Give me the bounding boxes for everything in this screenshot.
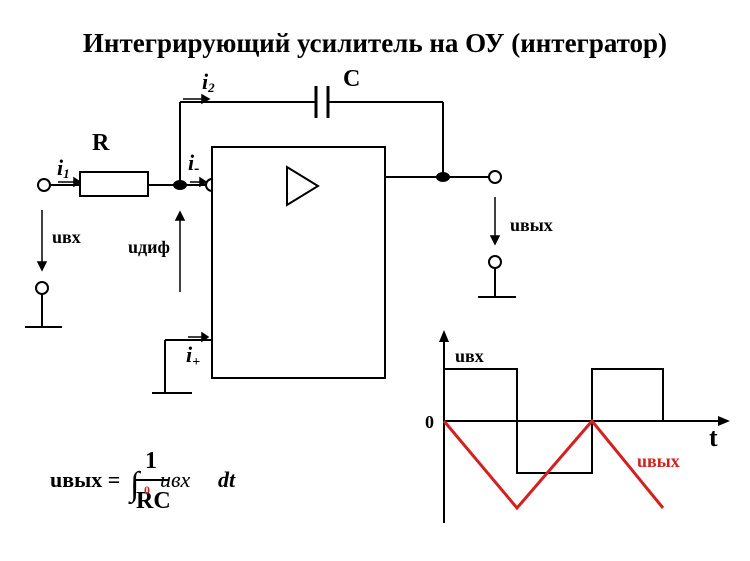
input-terminal <box>37 178 51 192</box>
output-triangle-wave <box>442 418 665 511</box>
formula-denominator: RC <box>136 488 171 514</box>
output-terminal <box>488 170 502 184</box>
u-in-arrow-icon <box>36 261 48 272</box>
resistor <box>79 171 149 197</box>
current-i2-label: i2 <box>202 69 215 95</box>
resistor-label: R <box>92 130 110 156</box>
current-i-minus-label: i- <box>188 150 199 177</box>
graph-u-out-label: uвых <box>637 451 680 471</box>
waveform-graph: uвх 0 t uвых <box>425 330 730 523</box>
i2-arrow-icon <box>201 93 211 105</box>
graph-y-axis-arrow-icon <box>439 330 449 342</box>
graph-zero-label: 0 <box>425 412 434 432</box>
formula-integrand: uвх <box>160 467 191 492</box>
integral-sign-icon: ∫ <box>128 466 142 505</box>
formula-numerator: 1 <box>145 448 157 474</box>
formula-differential: dt <box>218 467 236 492</box>
graph-t-axis-arrow-icon <box>718 416 730 426</box>
i1-arrow-icon <box>73 176 82 188</box>
op-amp-body <box>211 146 386 379</box>
u-out-label: uвых <box>510 215 553 235</box>
u-in-label: uвх <box>52 227 81 247</box>
u-out-arrow-icon <box>489 235 501 246</box>
integrator-formula: uвых = 1 RC ∫ 0 uвх dt <box>50 448 236 514</box>
junction-dot-output <box>436 172 450 182</box>
op-amp-triangle-icon <box>286 165 320 207</box>
u-diff-label: uдиф <box>128 237 170 257</box>
circuit <box>25 86 516 394</box>
graph-t-label: t <box>709 423 718 452</box>
diagram-title: Интегрирующий усилитель на ОУ (интеграто… <box>83 28 667 58</box>
graph-u-in-label: uвх <box>455 346 484 366</box>
capacitor-label: C <box>343 66 360 92</box>
circuit-arrows <box>36 93 501 343</box>
output-ground-terminal <box>488 255 502 269</box>
formula-small-zero: 0 <box>144 483 150 497</box>
formula-lhs: uвых = <box>50 467 120 492</box>
current-i-plus-label: i+ <box>186 342 200 370</box>
current-i1-label: i1 <box>57 155 70 181</box>
input-ground-terminal <box>35 281 49 295</box>
u-diff-arrow-icon <box>174 210 186 221</box>
junction-dot-input <box>173 180 187 190</box>
i-minus-arrow-icon <box>199 176 208 188</box>
i-plus-arrow-icon <box>201 331 210 343</box>
input-square-wave <box>444 368 664 474</box>
